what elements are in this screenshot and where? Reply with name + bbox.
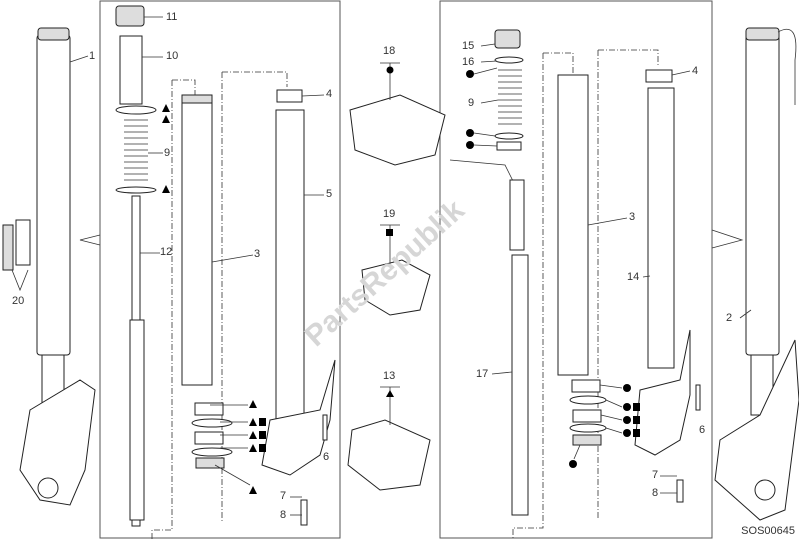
callout-10: 10 xyxy=(166,50,179,62)
callout-6-right: 6 xyxy=(699,424,706,436)
diagram-code: SOS00645 xyxy=(741,525,795,537)
callout-5: 5 xyxy=(326,188,333,200)
callout-4-right: 4 xyxy=(692,65,699,77)
cartridge-10 xyxy=(119,35,143,105)
callout-3-right: 3 xyxy=(629,211,636,223)
callout-3-left: 3 xyxy=(254,248,261,260)
cap-11 xyxy=(115,5,145,27)
fork-foot-right xyxy=(634,329,691,456)
callout-8-left: 8 xyxy=(280,509,287,521)
cap-15 xyxy=(494,29,521,49)
callout-9-left: 9 xyxy=(164,147,171,159)
callout-19: 19 xyxy=(383,208,396,220)
callout-4-left: 4 xyxy=(326,88,333,100)
kit-symbols-right xyxy=(466,70,640,468)
callout-16: 16 xyxy=(462,56,475,68)
fork-leg-left xyxy=(19,27,96,506)
pad-set-18 xyxy=(349,94,446,166)
callout-17: 17 xyxy=(476,368,489,380)
square-symbol xyxy=(386,229,393,236)
damper-17 xyxy=(511,254,529,516)
pad-20b xyxy=(15,219,31,266)
pad-set-13 xyxy=(347,419,431,491)
callout-15: 15 xyxy=(462,40,475,52)
callout-6-left: 6 xyxy=(323,451,330,463)
fork-leg-right xyxy=(714,27,799,521)
callout-20: 20 xyxy=(12,295,25,307)
pad-20a xyxy=(2,224,14,271)
damper-17-top xyxy=(509,179,525,251)
callout-7-left: 7 xyxy=(280,490,287,502)
bush-4-right xyxy=(645,69,673,83)
callout-7-right: 7 xyxy=(652,469,659,481)
bush-4-left xyxy=(276,89,303,103)
callout-8-right: 8 xyxy=(652,487,659,499)
left-panel-frame xyxy=(99,0,341,539)
tube-3-left xyxy=(181,94,213,386)
kit-symbols-left xyxy=(162,104,266,494)
right-panel-frame xyxy=(439,0,713,539)
tube-5 xyxy=(275,109,305,431)
callout-11: 11 xyxy=(166,11,178,23)
callout-12: 12 xyxy=(160,246,173,258)
pad-set-19 xyxy=(361,259,431,316)
circle-symbol xyxy=(386,66,394,74)
tube-14 xyxy=(647,87,675,369)
callout-1: 1 xyxy=(89,50,96,62)
callout-2: 2 xyxy=(726,312,733,324)
leader-lines xyxy=(69,16,752,516)
callout-14: 14 xyxy=(627,271,640,283)
triangle-symbol xyxy=(386,390,394,397)
callout-13: 13 xyxy=(383,370,396,382)
tube-3-right xyxy=(557,74,589,376)
spring-9-left xyxy=(115,119,157,194)
callout-9-right: 9 xyxy=(468,97,475,109)
callout-18: 18 xyxy=(383,45,396,57)
spring-9-right xyxy=(498,69,522,125)
